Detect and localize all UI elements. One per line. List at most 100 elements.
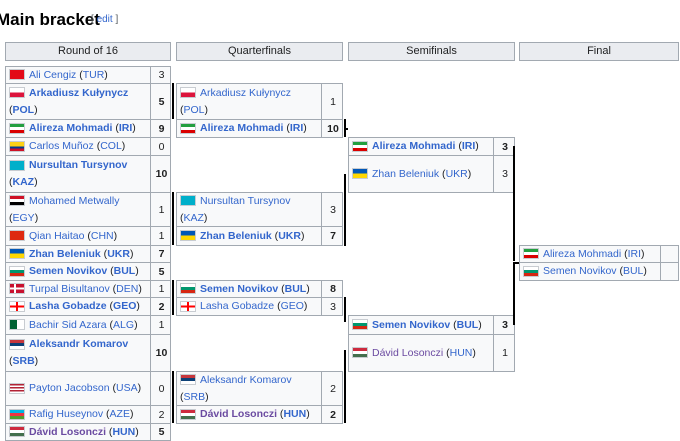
tur-flag-icon [9,69,25,81]
athlete-link[interactable]: Lasha Gobadze [29,300,107,312]
pol-flag-icon [180,87,196,99]
country-code-link[interactable]: BUL [456,318,479,331]
athlete-link[interactable]: Aleksandr Komarov [200,373,292,386]
connector-qf-sf-2a [344,226,346,246]
connector-ro16-qf-1 [172,83,174,119]
country-code-link[interactable]: HUN [283,408,307,420]
country-code-link[interactable]: KAZ [12,176,35,188]
ro16-entry-turpal-bisultanov: Turpal Bisultanov (DEN)1 [5,280,171,298]
score: 2 [330,408,336,421]
athlete-link[interactable]: Zhan Beleniuk [200,229,272,242]
score: 7 [158,248,165,260]
country-code-link[interactable]: SRB [183,390,206,403]
connector-qf-sf-1c [344,128,346,137]
competitor-name-cell: Lasha Gobadze (GEO) [6,298,151,315]
competitor-name-cell: Semen Novikov (BUL) [520,263,661,280]
country-code-link[interactable]: BUL [113,265,136,277]
athlete-link[interactable]: Rafig Huseynov [29,408,104,420]
athlete-link[interactable]: Nursultan Tursynov [29,159,128,171]
country-code-link[interactable]: IRI [289,122,304,134]
athlete-link[interactable]: Alireza Mohmadi [543,247,622,260]
score: 5 [158,265,165,278]
athlete-link[interactable]: Qian Haitao [29,229,85,242]
den-flag-icon [9,283,25,295]
competitor-name-cell: Semen Novikov (BUL) [177,281,322,297]
final-entry-semen-novikov: Semen Novikov (BUL) [519,262,679,281]
athlete-link[interactable]: Zhan Beleniuk [372,167,440,180]
country-code-link[interactable]: DEN [116,282,139,295]
edit-link[interactable]: edit [96,14,113,25]
country-code-link[interactable]: TUR [82,68,105,81]
athlete-link[interactable]: Alireza Mohmadi [372,140,456,152]
ro16-entry-carlos-munoz: Carlos Muñoz (COL)0 [5,137,171,156]
score: 3 [330,300,336,313]
score: 1 [158,230,165,242]
qf-entry-nursultan-tursynov: Nursultan Tursynov (KAZ)3 [176,192,343,227]
connector-sf-final-2 [513,262,515,325]
score: 1 [502,347,508,359]
country-code-link[interactable]: SRB [12,355,35,367]
country-code-link[interactable]: CHN [90,229,114,242]
ukr-flag-icon [352,168,368,180]
country-code-link[interactable]: POL [12,103,35,116]
athlete-link[interactable]: Aleksandr Komarov [29,338,129,350]
connector-qf-sf-3c [344,306,346,322]
country-code-link[interactable]: ALG [113,318,135,331]
country-code-link[interactable]: AZE [109,408,130,420]
athlete-link[interactable]: Semen Novikov [372,318,451,331]
competitor-name-cell: Nursultan Tursynov (KAZ) [177,193,322,226]
country-code-link[interactable]: UKR [278,229,301,242]
country-code-link[interactable]: EGY [12,211,35,224]
ro16-entry-arkadiusz-ku-ynycz: Arkadiusz Kułynycz (POL)5 [5,83,171,120]
athlete-link[interactable]: Arkadiusz Kułynycz [200,86,292,99]
country-code-link[interactable]: HUN [449,346,473,359]
athlete-link[interactable]: Alireza Mohmadi [29,122,113,134]
country-code-link[interactable]: USA [115,382,138,394]
country-code-link[interactable]: KAZ [183,211,204,224]
connector-sf-final-1 [513,146,515,261]
score: 0 [158,382,165,395]
athlete-link[interactable]: Mohamed Metwally [29,194,120,207]
score: 10 [155,168,168,180]
athlete-link[interactable]: Semen Novikov [200,282,279,295]
score [661,263,680,280]
score [661,246,680,262]
ro16-entry-david-losonczi: Dávid Losonczi (HUN)5 [5,423,171,441]
country-code-link[interactable]: UKR [445,167,468,180]
round-header-round-of-16: Round of 16 [5,42,171,61]
athlete-link[interactable]: Payton Jacobson [29,382,110,394]
country-code-link[interactable]: BUL [622,265,644,277]
athlete-link[interactable]: Nursultan Tursynov [200,194,291,207]
country-code-link[interactable]: COL [100,140,122,152]
athlete-link[interactable]: Arkadiusz Kułynycz [29,86,129,99]
connector-ro16-qf-2 [172,192,174,245]
qf-entry-semen-novikov: Semen Novikov (BUL)8 [176,280,343,298]
country-code-link[interactable]: IRI [461,140,476,152]
score: 1 [330,95,336,108]
athlete-link[interactable]: Semen Novikov [29,265,108,277]
country-code-link[interactable]: UKR [107,247,130,260]
country-code-link[interactable]: BUL [284,282,307,295]
country-code-link[interactable]: GEO [113,300,137,312]
connector-qf-sf-1b [344,128,348,130]
athlete-link[interactable]: Dávid Losonczi [372,346,444,359]
geo-flag-icon [180,300,196,312]
country-code-link[interactable]: GEO [280,300,304,312]
ro16-entry-nursultan-tursynov: Nursultan Tursynov (KAZ)10 [5,155,171,193]
athlete-link[interactable]: Ali Cengiz [29,68,77,81]
country-code-link[interactable]: IRI [118,122,133,134]
country-code-link[interactable]: IRI [627,247,642,260]
athlete-link[interactable]: Turpal Bisultanov [29,282,110,295]
athlete-link[interactable]: Zhan Beleniuk [29,247,101,260]
athlete-link[interactable]: Lasha Gobadze [200,300,275,312]
athlete-link[interactable]: Semen Novikov [543,265,617,277]
country-code-link[interactable]: POL [183,103,205,116]
country-code-link[interactable]: HUN [112,425,136,438]
aze-flag-icon [9,408,25,420]
athlete-link[interactable]: Bachir Sid Azara [29,318,107,331]
athlete-link[interactable]: Carlos Muñoz [29,140,94,152]
athlete-link[interactable]: Dávid Losonczi [200,408,278,420]
athlete-link[interactable]: Dávid Losonczi [29,425,107,438]
athlete-link[interactable]: Alireza Mohmadi [200,122,284,134]
ro16-entry-semen-novikov: Semen Novikov (BUL)5 [5,262,171,281]
